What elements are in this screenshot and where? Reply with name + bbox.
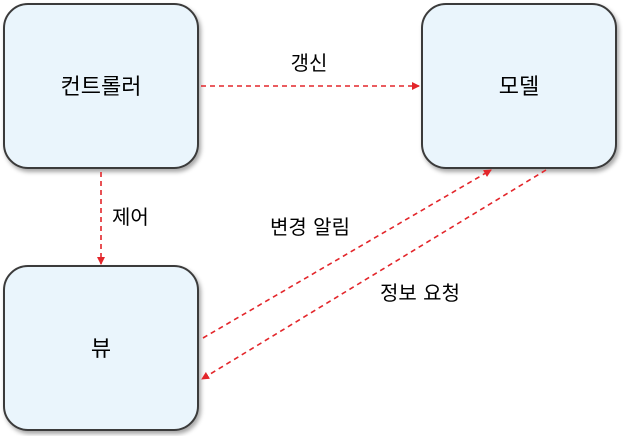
change-notify-label: 변경 알림	[270, 215, 350, 239]
controller-label: 컨트롤러	[61, 75, 142, 100]
controller-box	[3, 3, 199, 169]
update-label: 갱신	[291, 51, 328, 75]
control-label: 제어	[112, 205, 149, 229]
info-request-label: 정보 요청	[380, 281, 460, 305]
change-notify-arrow	[202, 169, 492, 339]
model-node: 모델	[421, 3, 617, 169]
info-request-arrow	[201, 169, 547, 380]
view-box	[3, 265, 199, 431]
view-node: 뷰	[3, 265, 199, 431]
view-label: 뷰	[91, 337, 111, 362]
model-box	[421, 3, 617, 169]
controller-node: 컨트롤러	[3, 3, 199, 169]
model-label: 모델	[499, 75, 539, 100]
